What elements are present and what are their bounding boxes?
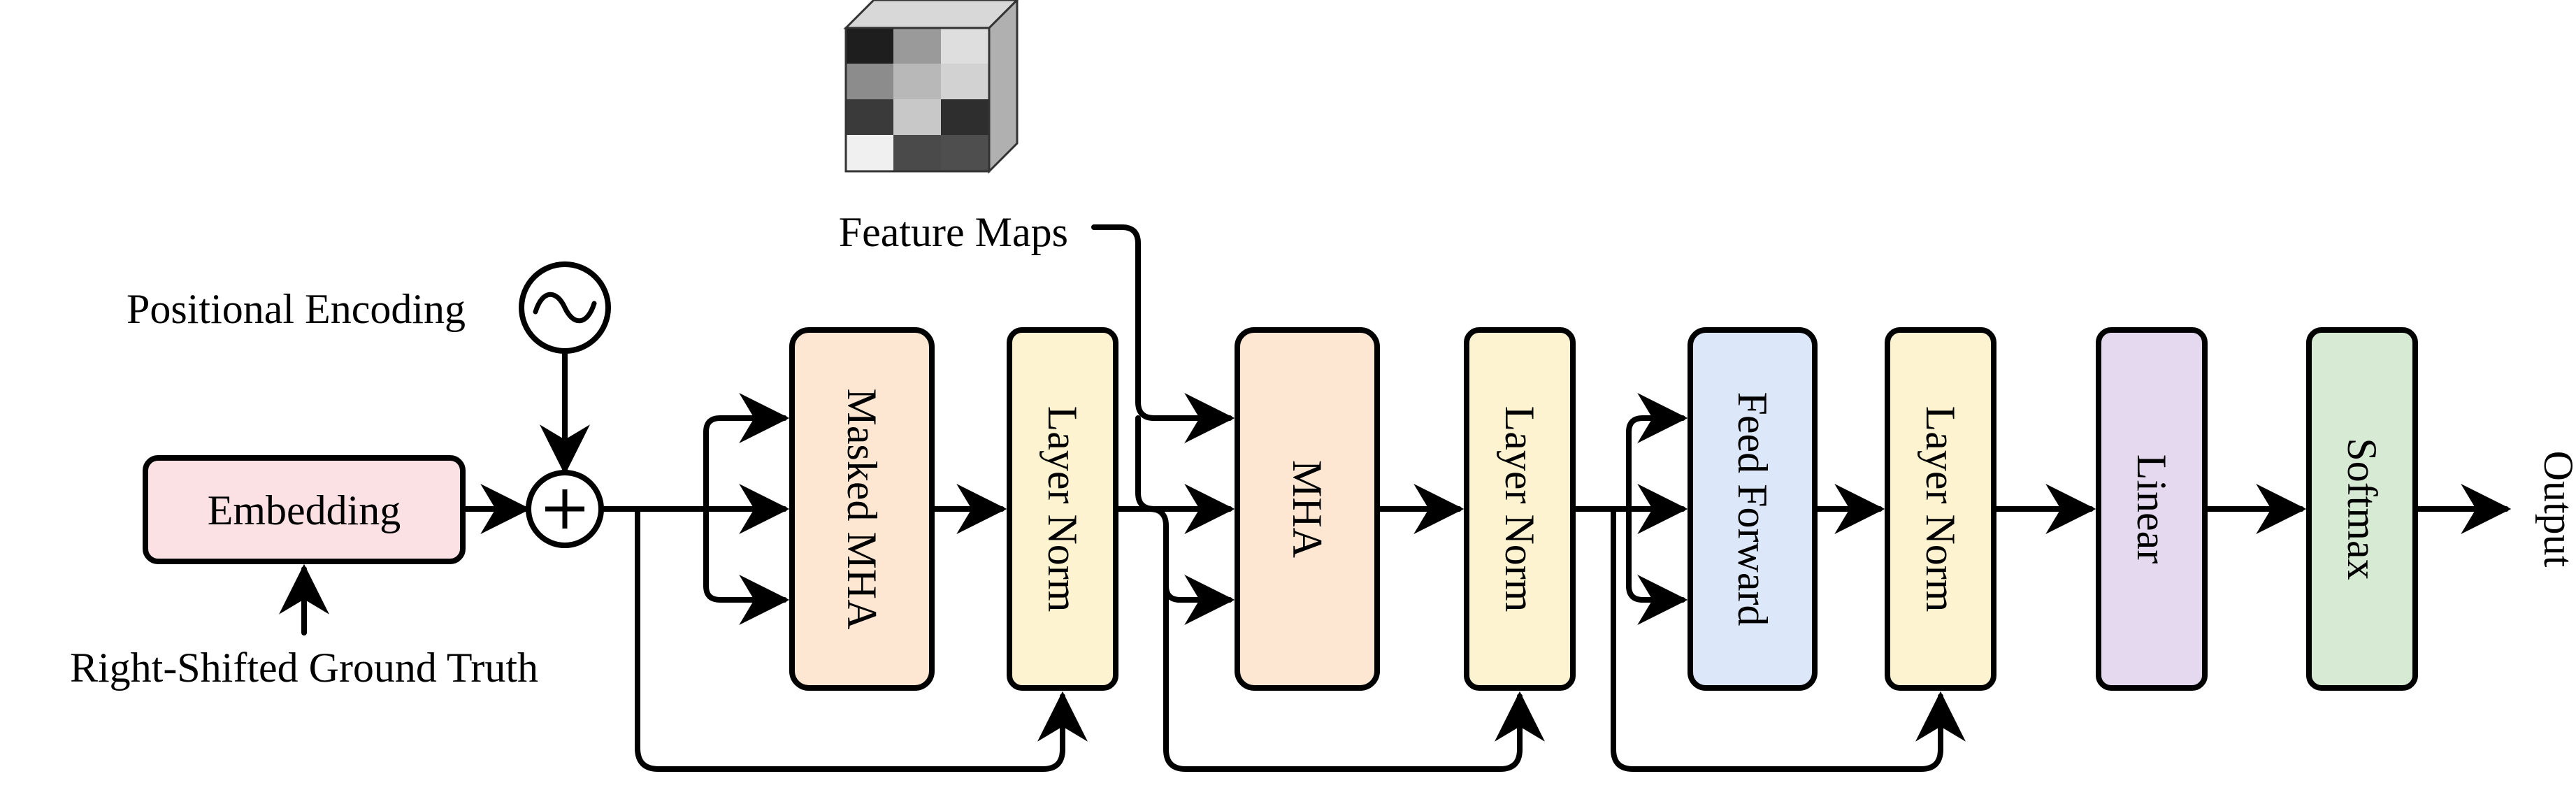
masked-mha-label: Masked MHA (839, 389, 885, 630)
arrow-adder-to-masked-mha-top (703, 393, 790, 512)
add-icon (526, 470, 604, 548)
feature-maps-label: Feature Maps (839, 209, 1068, 255)
arrow-ln2-to-ff-top (1626, 393, 1688, 512)
connections (279, 224, 2512, 772)
layer-norm-block-3: Layer Norm (1885, 327, 1996, 691)
linear-label: Linear (2129, 454, 2175, 564)
embedding-block: Embedding (143, 455, 466, 564)
layer-norm-label-2: Layer Norm (1497, 406, 1543, 612)
embedding-label: Embedding (208, 487, 401, 533)
layer-norm-label-3: Layer Norm (1917, 406, 1964, 612)
masked-mha-block: Masked MHA (789, 327, 935, 691)
layer-norm-block-2: Layer Norm (1464, 327, 1576, 691)
linear-block: Linear (2096, 327, 2208, 691)
residual-2 (1163, 557, 1545, 772)
softmax-label: Softmax (2339, 438, 2385, 580)
arrow-features-to-mha-top (1091, 224, 1235, 443)
feed-forward-block: Feed Forward (1688, 327, 1818, 691)
arrow-adder-to-masked-mha-bot (703, 506, 790, 625)
residual-1 (635, 506, 1088, 772)
mha-block: MHA (1235, 327, 1380, 691)
layer-norm-label-1: Layer Norm (1039, 406, 1086, 612)
layer-norm-block-1: Layer Norm (1007, 327, 1118, 691)
sine-wave-icon (519, 261, 611, 354)
output-label: Output (2535, 451, 2576, 568)
positional-encoding-label: Positional Encoding (127, 286, 466, 332)
feed-forward-label: Feed Forward (1729, 392, 1776, 626)
right-shifted-ground-truth-label: Right-Shifted Ground Truth (70, 645, 538, 691)
mha-label: MHA (1284, 460, 1330, 558)
residual-3 (1611, 506, 1966, 772)
arrow-ln1-to-mha (1113, 506, 1235, 625)
softmax-block: Softmax (2306, 327, 2418, 691)
feature-map-cube-icon (843, 0, 1019, 174)
arrow-ln2-to-ff-bot (1626, 506, 1688, 625)
arrow-features-to-mha-mid (1135, 415, 1235, 534)
